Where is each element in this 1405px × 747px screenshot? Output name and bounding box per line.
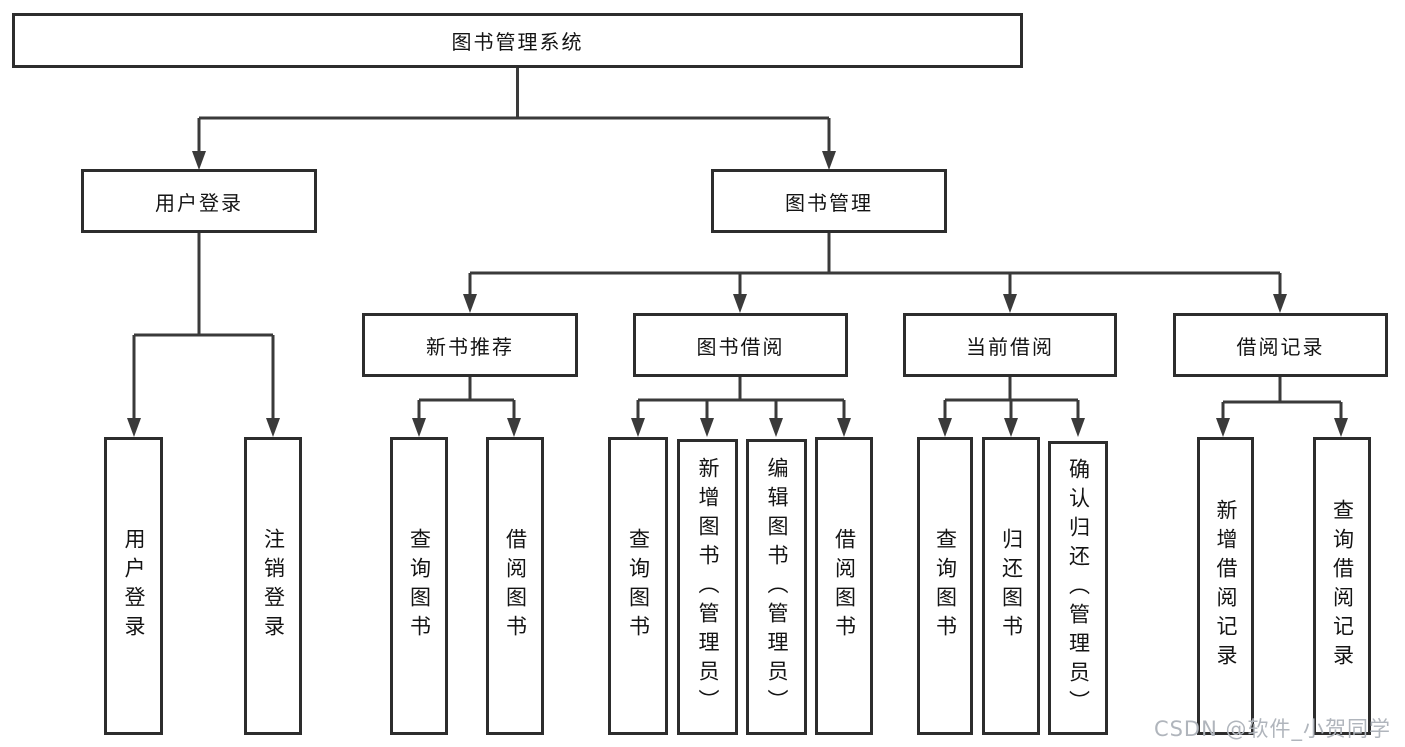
connector-book-borrow-to-leaves <box>631 377 851 437</box>
leaf-recommend-query-books: 查询图书 <box>390 437 448 735</box>
leaf-user-login: 用户登录 <box>104 437 163 735</box>
node-user-login: 用户登录 <box>81 169 317 233</box>
leaf-return-books: 归还图书 <box>982 437 1040 735</box>
leaf-add-borrow-record-label: 新增借阅记录 <box>1214 499 1238 673</box>
leaf-current-query-books-label: 查询图书 <box>933 528 958 644</box>
leaf-query-borrow-record-label: 查询借阅记录 <box>1330 499 1355 673</box>
node-book-borrow: 图书借阅 <box>633 313 848 377</box>
leaf-confirm-return-admin-label: 确认归还（管理员） <box>1066 457 1091 719</box>
leaf-borrow-query-books: 查询图书 <box>608 437 668 735</box>
leaf-user-login-label: 用户登录 <box>122 528 146 644</box>
node-new-book-recommend: 新书推荐 <box>362 313 578 377</box>
node-current-borrow: 当前借阅 <box>903 313 1117 377</box>
leaf-logout-login: 注销登录 <box>244 437 302 735</box>
leaf-recommend-query-books-label: 查询图书 <box>407 528 432 644</box>
connector-book-management-to-level3 <box>463 233 1287 313</box>
connector-root-to-level2 <box>192 68 836 170</box>
node-library-management-system: 图书管理系统 <box>12 13 1023 68</box>
connector-new-book-recommend-to-leaves <box>412 377 521 437</box>
node-book-management: 图书管理 <box>711 169 947 233</box>
leaf-recommend-borrow-books: 借阅图书 <box>486 437 544 735</box>
leaf-add-borrow-record: 新增借阅记录 <box>1197 437 1254 735</box>
connector-current-borrow-to-leaves <box>938 377 1085 437</box>
leaf-edit-books-admin: 编辑图书（管理员） <box>746 439 807 735</box>
connector-borrow-records-to-leaves <box>1216 377 1348 437</box>
leaf-borrow-books-label: 借阅图书 <box>832 528 857 644</box>
leaf-edit-books-admin-label: 编辑图书（管理员） <box>765 456 789 718</box>
leaf-borrow-books: 借阅图书 <box>815 437 873 735</box>
leaf-confirm-return-admin: 确认归还（管理员） <box>1048 441 1108 735</box>
leaf-return-books-label: 归还图书 <box>999 528 1024 644</box>
leaf-borrow-query-books-label: 查询图书 <box>626 528 651 644</box>
connector-user-login-to-leaves <box>127 233 280 437</box>
node-borrow-records: 借阅记录 <box>1173 313 1388 377</box>
leaf-recommend-borrow-books-label: 借阅图书 <box>503 528 528 644</box>
leaf-query-borrow-record: 查询借阅记录 <box>1313 437 1371 735</box>
watermark-csdn: CSDN @软件_小贺同学 <box>1153 717 1391 741</box>
leaf-add-books-admin: 新增图书（管理员） <box>677 439 738 735</box>
leaf-current-query-books: 查询图书 <box>917 437 973 735</box>
leaf-add-books-admin-label: 新增图书（管理员） <box>696 456 720 718</box>
leaf-logout-login-label: 注销登录 <box>261 528 286 644</box>
